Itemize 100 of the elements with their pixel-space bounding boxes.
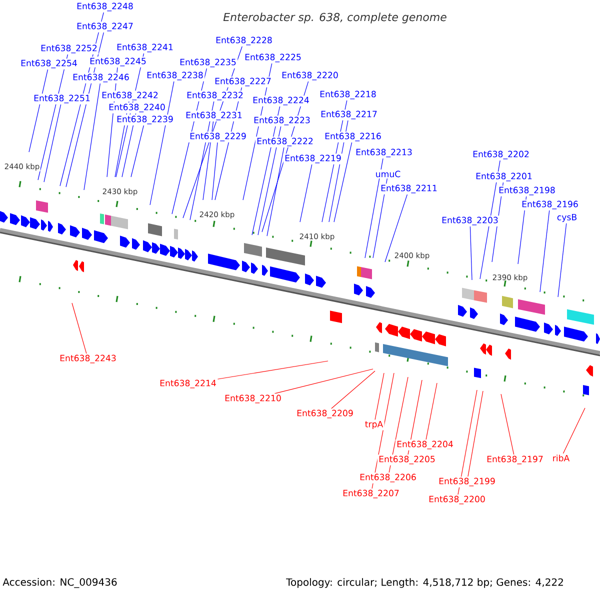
leader-line (116, 53, 144, 178)
leader-line (468, 390, 484, 477)
leader-line (252, 106, 280, 236)
leader-line (300, 164, 312, 222)
leader-line (84, 83, 100, 190)
footer-text: Accession: NC_009436 (2, 578, 117, 588)
gene-label: Ent638_2254 (21, 60, 77, 68)
leader-line (214, 87, 242, 200)
leader-line (122, 113, 136, 178)
gene-label: Ent638_2222 (257, 138, 313, 146)
gene-label: Ent638_2217 (321, 110, 377, 120)
leader-line (458, 390, 478, 495)
gene-label: Ent638_2197 (487, 456, 543, 464)
gene-label: Ent638_2252 (41, 44, 97, 54)
leader-line (492, 182, 504, 262)
gene-label: Ent638_2196 (522, 200, 578, 210)
gene-label: Ent638_2243 (60, 354, 116, 364)
leader-line (540, 210, 550, 292)
footer-text: Topology: circular; Length: 4,518,712 bp; Genes: 4,222 (286, 578, 563, 588)
leader-line (364, 158, 384, 258)
leader-line (242, 63, 272, 200)
leader-line (470, 226, 472, 280)
gene-label: Ent638_2241 (117, 44, 173, 52)
leader-line (44, 104, 62, 182)
gene-label: Ent638_2199 (439, 478, 495, 486)
leader-line (114, 101, 130, 178)
leader-line (518, 196, 527, 264)
leader-line (334, 142, 352, 222)
leader-line (562, 408, 586, 454)
leader-line (480, 160, 500, 280)
leader-line (150, 81, 174, 206)
gene-label: Ent638_2203 (442, 216, 498, 226)
gene-label: umuC (376, 170, 400, 178)
leader-line (130, 125, 144, 178)
gene-label: Ent638_2204 (397, 440, 453, 450)
gene-label: Ent638_2214 (160, 380, 216, 388)
leader-line (384, 194, 408, 262)
leader-line (190, 101, 214, 220)
gene-label: Ent638_2238 (147, 72, 203, 80)
leader-line (426, 382, 438, 440)
gene-label: Ent638_2242 (102, 92, 158, 100)
gene-label: Ent638_2251 (34, 94, 90, 104)
leader-line (331, 370, 376, 409)
gene-label: Ent638_2223 (254, 116, 310, 126)
leader-line (388, 376, 408, 473)
gene-label: Ent638_2207 (343, 490, 399, 498)
leader-line (500, 394, 514, 455)
leader-line (38, 54, 68, 180)
gene-label: Ent638_2205 (379, 456, 435, 464)
gene-label: Ent638_2198 (499, 186, 555, 196)
gene-label: Ent638_2248 (77, 2, 133, 12)
leader-line (408, 380, 422, 455)
leader-line (172, 68, 208, 214)
gene-label: Ent638_2229 (190, 132, 246, 142)
gene-label: Ent638_2220 (282, 72, 338, 80)
leader-line (274, 368, 374, 394)
leader-line (322, 100, 348, 222)
leader-line (182, 46, 242, 218)
gene-label: Ent638_2231 (186, 112, 242, 120)
gene-label: Ent638_2206 (360, 474, 416, 482)
leader-line (72, 302, 87, 354)
gene-label: Ent638_2232 (187, 92, 243, 100)
leader-line (372, 372, 394, 489)
gene-label: Ent638_2213 (356, 148, 412, 158)
leader-line (328, 120, 348, 222)
leader-line (212, 142, 218, 200)
gene-label: Ent638_2201 (476, 172, 532, 182)
gene-label: Ent638_2225 (245, 54, 301, 62)
leader-line (106, 67, 118, 178)
gene-label: Ent638_2224 (253, 96, 309, 106)
gene-label: Ent638_2218 (320, 90, 376, 100)
gene-label: Ent638_2228 (216, 36, 272, 46)
gene-label: Ent638_2227 (215, 78, 271, 86)
gene-label: Ent638_2202 (473, 150, 529, 160)
leader-line (374, 372, 384, 420)
gene-label: Ent638_2216 (325, 132, 381, 142)
gene-label: Ent638_2211 (381, 184, 437, 194)
leader-line (202, 121, 214, 200)
gene-label: Ent638_2219 (285, 154, 341, 164)
leader-line (262, 81, 309, 232)
gene-label: Ent638_2245 (90, 58, 146, 66)
gene-label: Ent638_2239 (117, 116, 173, 124)
gene-label: Ent638_2246 (73, 74, 129, 82)
gene-label: ribA (553, 454, 570, 462)
gene-label: cysB (557, 214, 576, 222)
leader-line (558, 222, 567, 298)
gene-label: trpA (365, 421, 384, 430)
gene-label: Ent638_2240 (109, 104, 165, 112)
title: Enterobacter sp. 638, complete genome (223, 12, 446, 24)
gene-label: Ent638_2200 (429, 496, 485, 504)
gene-label: Ent638_2209 (297, 410, 353, 418)
gene-label: Ent638_2210 (225, 394, 281, 404)
leader-line (372, 178, 388, 258)
leader-line (258, 126, 282, 236)
gene-label: Ent638_2247 (77, 22, 133, 32)
leader-line (217, 360, 328, 380)
leader-line (60, 12, 104, 186)
leader-line (28, 69, 48, 152)
leader-line (66, 32, 104, 188)
gene-label: Ent638_2235 (180, 58, 236, 68)
